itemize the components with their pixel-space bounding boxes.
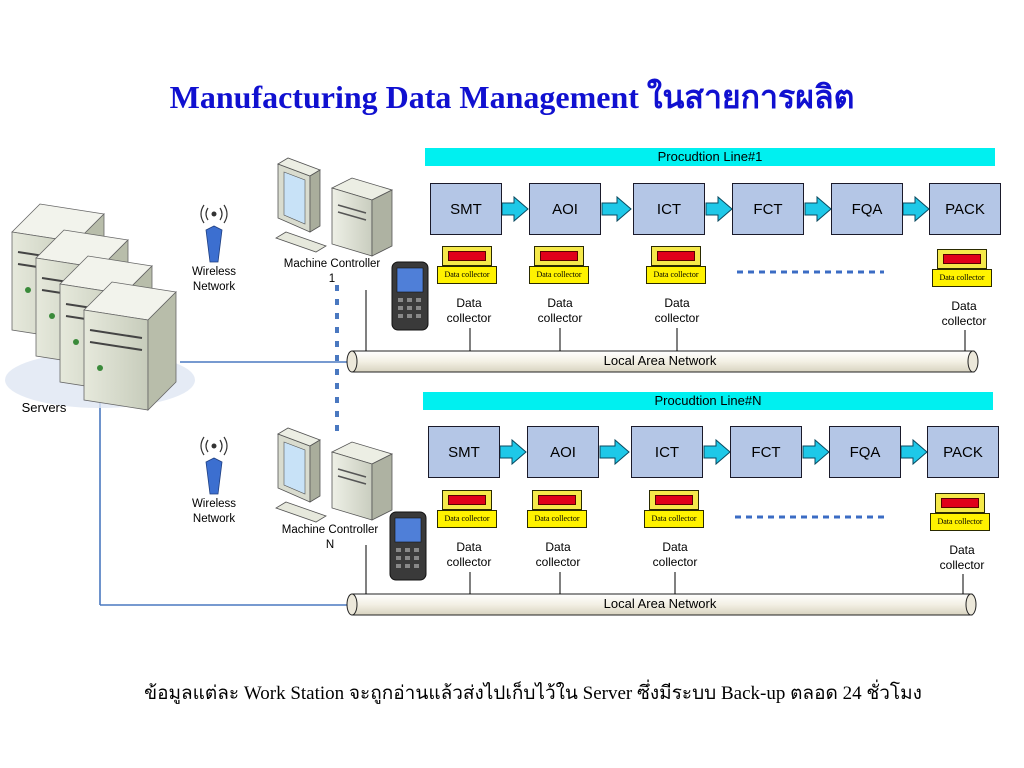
data-collector-box-label: Data collector [527, 510, 587, 528]
handheld-scanner-icon [389, 511, 427, 581]
server-connectors [99, 361, 352, 606]
data-collector-device: Data collector [437, 246, 497, 290]
stage-pack: PACK [929, 183, 1001, 235]
handheld-scanner-icon [391, 261, 429, 331]
stage-ict: ICT [631, 426, 703, 478]
wireless-antenna-icon [200, 436, 228, 495]
data-collector-box-label: Data collector [437, 510, 497, 528]
data-collector-box-label: Data collector [646, 266, 706, 284]
data-collector-device: Data collector [644, 490, 704, 534]
stage-fct: FCT [732, 183, 804, 235]
servers-label: Servers [21, 400, 67, 415]
lan-pipe-1 [346, 350, 979, 373]
production-line-n-banner: Procudtion Line#N [423, 392, 993, 410]
data-collector-device: Data collector [646, 246, 706, 290]
production-line-1-banner: Procudtion Line#1 [425, 148, 995, 166]
server-rack-icon [5, 203, 195, 411]
stage-aoi: AOI [529, 183, 601, 235]
stage-smt: SMT [428, 426, 500, 478]
stage-ict: ICT [633, 183, 705, 235]
data-collector-device: Data collector [437, 490, 497, 534]
flow-arrows [499, 195, 930, 466]
stage-pack: PACK [927, 426, 999, 478]
stage-smt: SMT [430, 183, 502, 235]
data-collector-device: Data collector [529, 246, 589, 290]
lan-label: Local Area Network [603, 353, 717, 368]
stage-aoi: AOI [527, 426, 599, 478]
desktop-computer-icon [275, 157, 394, 257]
stage-fqa: FQA [831, 183, 903, 235]
data-collector-device: Data collector [932, 249, 992, 293]
stage-fct: FCT [730, 426, 802, 478]
lan-label: Local Area Network [603, 596, 717, 611]
data-collector-box-label: Data collector [529, 266, 589, 284]
footer-caption: ข้อมูลแต่ละ Work Station จะถูกอ่านแล้วส่… [144, 683, 922, 704]
data-collector-box-label: Data collector [930, 513, 990, 531]
data-collector-device: Data collector [930, 493, 990, 537]
page-title: Manufacturing Data Management ในสายการผล… [169, 79, 855, 115]
collector-drop-lines [365, 290, 966, 594]
stage-fqa: FQA [829, 426, 901, 478]
data-collector-box-label: Data collector [437, 266, 497, 284]
data-collector-box-label: Data collector [932, 269, 992, 287]
wireless-antenna-icon [200, 204, 228, 263]
lan-pipe-2 [346, 593, 977, 616]
desktop-computer-icon [275, 427, 394, 523]
data-collector-box-label: Data collector [644, 510, 704, 528]
data-collector-device: Data collector [527, 490, 587, 534]
